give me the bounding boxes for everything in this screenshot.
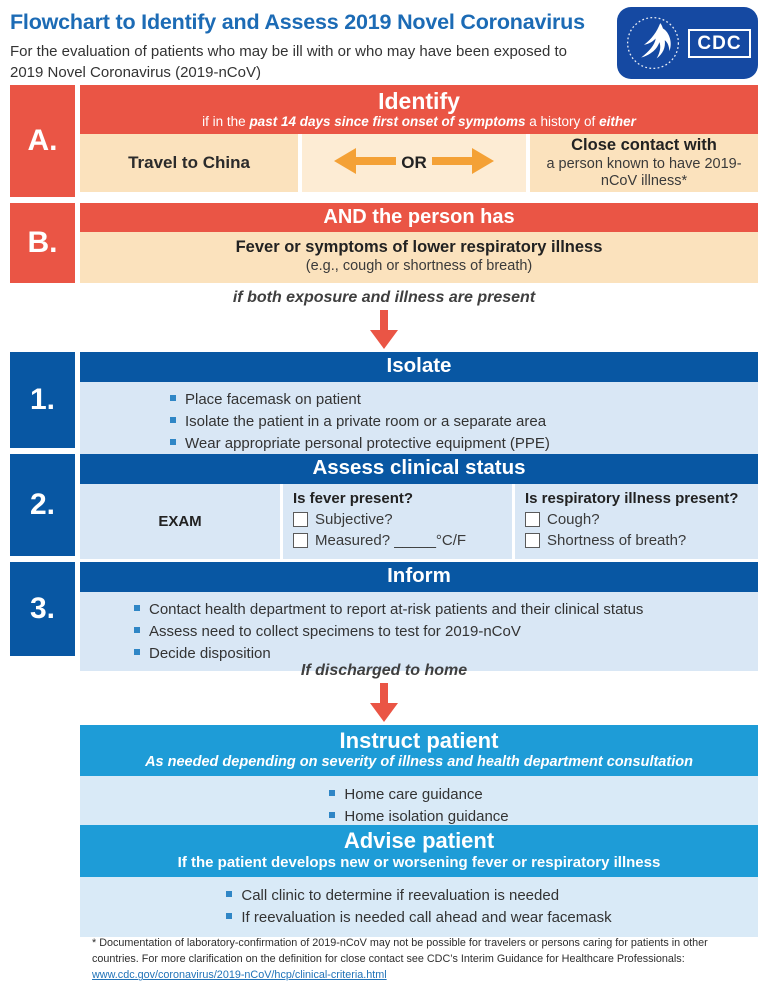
- subjective-checkbox[interactable]: [293, 512, 308, 527]
- list-item: Wear appropriate personal protective equ…: [170, 433, 750, 455]
- step-3-label: 3.: [10, 562, 75, 656]
- checkbox-row: Measured? _____°C/F: [293, 532, 502, 549]
- footnote: * Documentation of laboratory-confirmati…: [92, 935, 728, 984]
- fever-symptoms-bold: Fever or symptoms of lower respiratory i…: [235, 238, 603, 256]
- section-b-label: B.: [10, 203, 75, 283]
- advise-panel: Call clinic to determine if reevaluation…: [80, 877, 758, 937]
- assess-title: Assess clinical status: [80, 454, 758, 484]
- advise-patient-section: Advise patient If the patient develops n…: [80, 825, 758, 937]
- checkbox-label: Cough?: [547, 511, 600, 528]
- checkbox-label: Subjective?: [315, 511, 393, 528]
- arrow-left-icon: [334, 146, 397, 181]
- list-item: Assess need to collect specimens to test…: [134, 621, 750, 643]
- footnote-text: * Documentation of laboratory-confirmati…: [92, 937, 708, 966]
- identify-options-row: Travel to China OR Close contact with a …: [80, 134, 758, 197]
- section-b: B. AND the person has Fever or symptoms …: [10, 203, 758, 283]
- connector-exposure-illness: if both exposure and illness are present: [0, 289, 768, 350]
- travel-to-china-cell: Travel to China: [80, 134, 298, 193]
- connector-discharged-home: If discharged to home: [0, 662, 768, 723]
- checkbox-label: Measured? _____°C/F: [315, 532, 467, 549]
- advise-list: Call clinic to determine if reevaluation…: [226, 885, 612, 929]
- fever-symptoms-normal: (e.g., cough or shortness of breath): [305, 258, 533, 274]
- advise-title: Advise patient: [343, 828, 495, 853]
- fever-symptoms-cell: Fever or symptoms of lower respiratory i…: [80, 232, 758, 283]
- and-header: AND the person has: [80, 203, 758, 232]
- checkbox-row: Cough?: [525, 511, 748, 528]
- identify-subtitle: if in the past 14 days since first onset…: [202, 114, 636, 130]
- exam-grid: EXAM Is fever present? Subjective? Measu…: [80, 484, 758, 559]
- hhs-eagle-icon: [624, 13, 682, 73]
- fever-cell: Is fever present? Subjective? Measured? …: [283, 484, 512, 559]
- inform-title: Inform: [80, 562, 758, 592]
- or-cell: OR: [302, 134, 526, 193]
- respiratory-question: Is respiratory illness present?: [525, 490, 739, 507]
- instruct-header: Instruct patient As needed depending on …: [80, 725, 758, 777]
- cough-checkbox[interactable]: [525, 512, 540, 527]
- checkbox-row: Subjective?: [293, 511, 502, 528]
- isolate-list: Place facemask on patient Isolate the pa…: [170, 389, 750, 454]
- close-contact-bold: Close contact with: [571, 136, 717, 155]
- checkbox-row: Shortness of breath?: [525, 532, 748, 549]
- section-a-label: A.: [10, 85, 75, 197]
- identify-header: Identify if in the past 14 days since fi…: [80, 85, 758, 135]
- step-2-assess: 2. Assess clinical status EXAM Is fever …: [10, 454, 758, 559]
- cdc-hhs-logo: CDC: [617, 7, 758, 79]
- instruct-title: Instruct patient: [339, 728, 499, 753]
- down-arrow-icon: [0, 310, 768, 350]
- connector1-text: if both exposure and illness are present: [232, 289, 536, 306]
- exam-label: EXAM: [158, 513, 202, 530]
- instruct-patient-section: Instruct patient As needed depending on …: [80, 725, 758, 836]
- page-subtitle: For the evaluation of patients who may b…: [10, 43, 567, 81]
- footnote-link[interactable]: www.cdc.gov/coronavirus/2019-nCoV/hcp/cl…: [92, 969, 387, 982]
- advise-subtitle: If the patient develops new or worsening…: [177, 854, 661, 872]
- list-item: Decide disposition: [134, 643, 750, 665]
- shortness-of-breath-checkbox[interactable]: [525, 533, 540, 548]
- isolate-title: Isolate: [80, 352, 758, 382]
- list-item: If reevaluation is needed call ahead and…: [226, 907, 612, 929]
- list-item: Home isolation guidance: [329, 806, 509, 828]
- step-3-inform: 3. Inform Contact health department to r…: [10, 562, 758, 672]
- step-1-isolate: 1. Isolate Place facemask on patient Iso…: [10, 352, 758, 462]
- close-contact-cell: Close contact with a person known to hav…: [530, 134, 758, 193]
- down-arrow-icon: [0, 683, 768, 723]
- list-item: Call clinic to determine if reevaluation…: [226, 885, 611, 907]
- instruct-list: Home care guidance Home isolation guidan…: [329, 784, 509, 828]
- cdc-logo-text: CDC: [688, 28, 751, 58]
- section-a: A. Identify if in the past 14 days since…: [10, 85, 758, 197]
- step-1-label: 1.: [10, 352, 75, 448]
- inform-panel: Contact health department to report at-r…: [80, 592, 758, 672]
- advise-header: Advise patient If the patient develops n…: [80, 825, 758, 878]
- isolate-panel: Place facemask on patient Isolate the pa…: [80, 382, 758, 462]
- list-item: Contact health department to report at-r…: [134, 599, 750, 621]
- page-title: Flowchart to Identify and Assess 2019 No…: [10, 10, 585, 34]
- list-item: Place facemask on patient: [170, 389, 750, 411]
- page-header: Flowchart to Identify and Assess 2019 No…: [0, 0, 768, 85]
- instruct-subtitle: As needed depending on severity of illne…: [145, 754, 693, 771]
- close-contact-rest: a person known to have 2019-nCoV illness…: [546, 155, 742, 190]
- identify-title: Identify: [378, 88, 460, 114]
- connector2-text: If discharged to home: [300, 662, 468, 679]
- exam-cell: EXAM: [80, 484, 280, 559]
- respiratory-cell: Is respiratory illness present? Cough? S…: [515, 484, 758, 559]
- fever-question: Is fever present?: [293, 490, 414, 507]
- step-2-label: 2.: [10, 454, 75, 556]
- inform-list: Contact health department to report at-r…: [134, 599, 750, 664]
- or-label: OR: [401, 153, 427, 173]
- list-item: Home care guidance: [329, 784, 508, 806]
- and-title: AND the person has: [323, 206, 515, 228]
- checkbox-label: Shortness of breath?: [547, 532, 687, 549]
- list-item: Isolate the patient in a private room or…: [170, 411, 750, 433]
- measured-checkbox[interactable]: [293, 533, 308, 548]
- arrow-right-icon: [431, 146, 494, 181]
